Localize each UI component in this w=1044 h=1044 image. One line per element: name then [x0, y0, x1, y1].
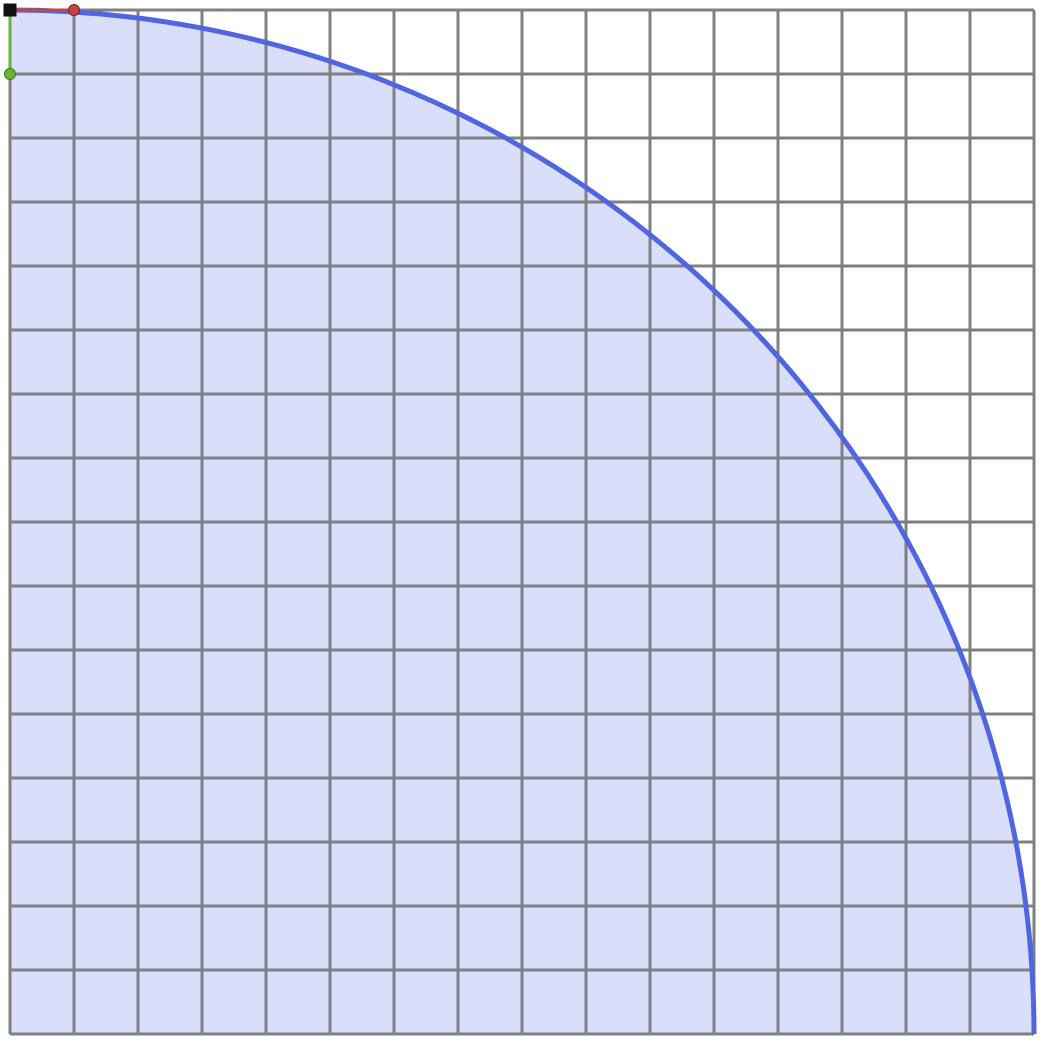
quarter-disc-arc[interactable] — [9, 7, 1037, 1035]
y-axis-handle-icon[interactable] — [4, 68, 16, 80]
origin-handle-icon[interactable] — [3, 3, 17, 17]
axis-gizmo[interactable] — [3, 3, 80, 80]
grid-lines — [8, 8, 1036, 1036]
x-axis-handle-icon[interactable] — [68, 4, 80, 16]
